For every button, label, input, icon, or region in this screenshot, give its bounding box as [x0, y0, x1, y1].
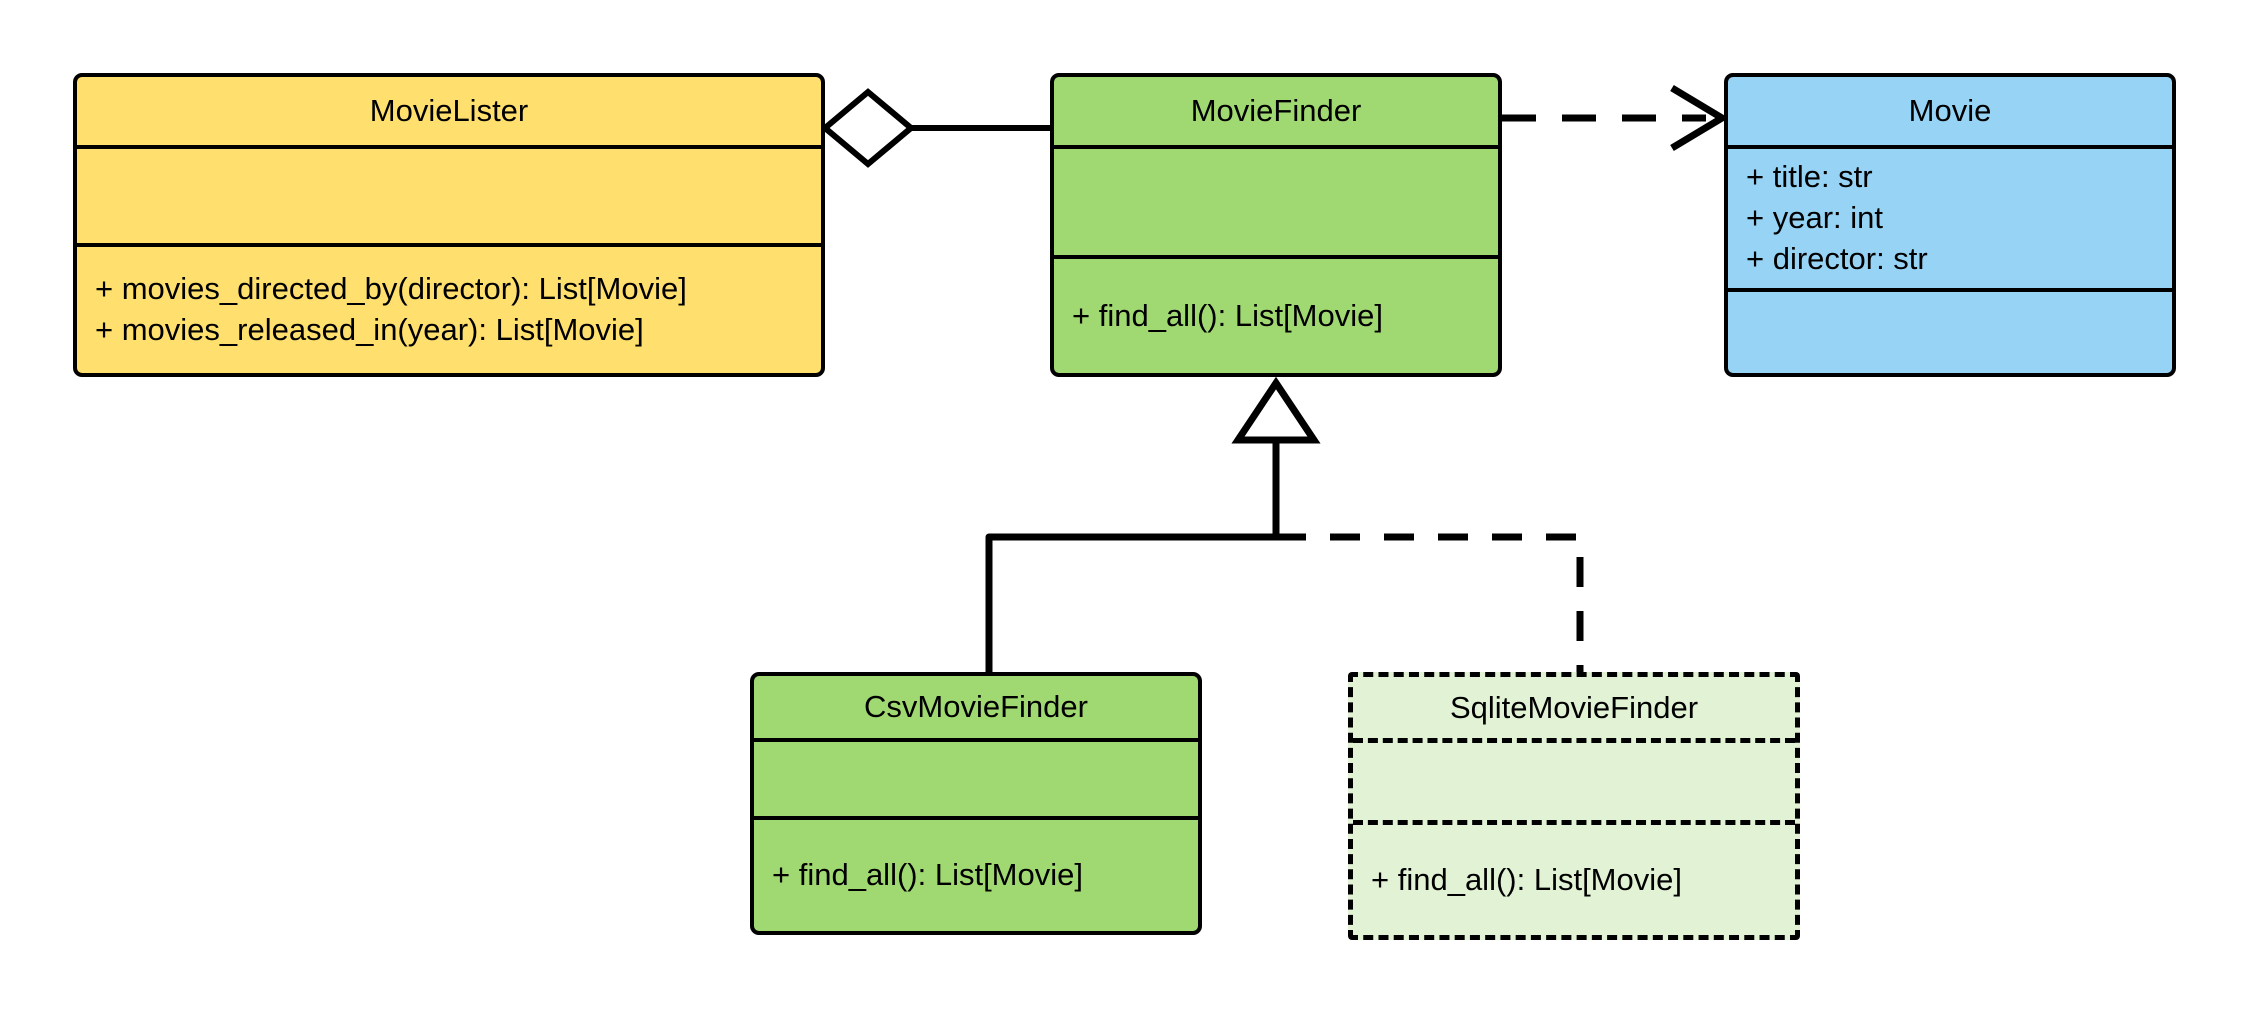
attribute-line: + title: str: [1746, 159, 1873, 195]
compartment-title-csv-movie-finder: CsvMovieFinder: [754, 676, 1198, 738]
attribute-line: + director: str: [1746, 240, 1928, 276]
inheritance-csv-finder[interactable]: [985, 533, 1276, 672]
hollow-diamond-marker: [820, 88, 916, 168]
inheritance-sqlite-path: [1276, 533, 1584, 672]
class-name-movie-finder: MovieFinder: [1190, 93, 1362, 129]
class-name-sqlite-movie-finder: SqliteMovieFinder: [1449, 689, 1699, 725]
compartment-methods-movie-finder: + find_all(): List[Movie]: [1054, 255, 1498, 373]
method-line: + movies_directed_by(director): List[Mov…: [95, 271, 687, 307]
generalization-junction: [1231, 376, 1321, 537]
compartment-title-movie: Movie: [1728, 77, 2172, 145]
compartment-attributes-csv-movie-finder: [754, 738, 1198, 816]
compartment-methods-sqlite-movie-finder: + find_all(): List[Movie]: [1353, 820, 1795, 935]
class-name-movie: Movie: [1908, 93, 1992, 129]
compartment-attributes-sqlite-movie-finder: [1353, 738, 1795, 820]
compartment-attributes-movie-lister: [77, 145, 821, 243]
class-name-csv-movie-finder: CsvMovieFinder: [864, 689, 1088, 725]
method-line: + find_all(): List[Movie]: [1371, 861, 1682, 897]
class-box-csv-movie-finder[interactable]: CsvMovieFinder + find_all(): List[Movie]: [750, 672, 1202, 935]
attribute-line: + year: int: [1746, 200, 1883, 236]
class-box-movie[interactable]: Movie + title: str + year: int + directo…: [1724, 73, 2176, 377]
hollow-triangle-marker: [1231, 376, 1321, 444]
class-box-movie-finder[interactable]: MovieFinder + find_all(): List[Movie]: [1050, 73, 1502, 377]
class-box-sqlite-movie-finder[interactable]: SqliteMovieFinder + find_all(): List[Mov…: [1348, 672, 1800, 940]
inheritance-sqlite-finder[interactable]: [1276, 533, 1584, 672]
inheritance-csv-path: [985, 533, 1276, 672]
method-line: + movies_released_in(year): List[Movie]: [95, 312, 644, 347]
compartment-title-sqlite-movie-finder: SqliteMovieFinder: [1353, 677, 1795, 738]
class-box-movie-lister[interactable]: MovieLister + movies_directed_by(directo…: [73, 73, 825, 377]
compartment-attributes-movie-finder: [1054, 145, 1498, 255]
method-line: + find_all(): List[Movie]: [772, 857, 1083, 893]
compartment-attributes-movie: + title: str + year: int + director: str: [1728, 145, 2172, 288]
class-name-movie-lister: MovieLister: [369, 93, 529, 129]
compartment-title-movie-finder: MovieFinder: [1054, 77, 1498, 145]
open-arrow-marker: [1670, 84, 1729, 152]
compartment-methods-csv-movie-finder: + find_all(): List[Movie]: [754, 816, 1198, 931]
compartment-methods-movie: [1728, 288, 2172, 373]
compartment-title-movie-lister: MovieLister: [77, 77, 821, 145]
method-line: + find_all(): List[Movie]: [1072, 297, 1383, 333]
dependency-finder-movie[interactable]: [1502, 84, 1729, 152]
aggregation-lister-finder[interactable]: [820, 88, 1050, 168]
compartment-methods-movie-lister: + movies_directed_by(director): List[Mov…: [77, 243, 821, 373]
